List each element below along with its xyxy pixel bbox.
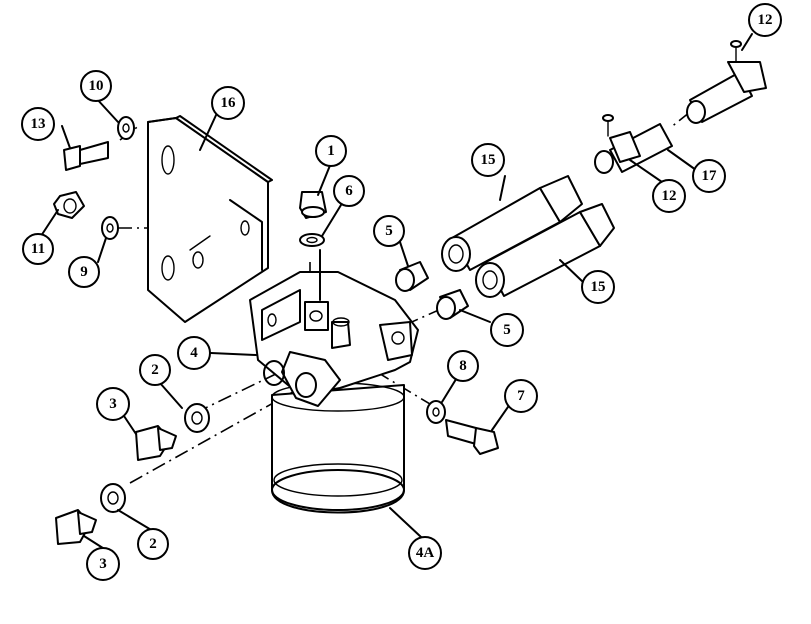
filter-head [249,271,419,407]
svg-text:10: 10 [89,78,104,94]
svg-text:12: 12 [758,12,773,28]
callout-17: 17 [692,159,726,193]
svg-text:5: 5 [503,322,511,338]
svg-text:16: 16 [221,95,237,111]
callout-7: 7 [504,379,538,413]
svg-text:15: 15 [591,279,606,295]
svg-text:9: 9 [80,264,88,280]
callout-12-upper: 12 [748,3,782,37]
callout-5-lower: 5 [490,313,524,347]
svg-text:3: 3 [99,556,107,572]
callout-2-lower: 2 [137,528,169,560]
callout-13: 13 [21,107,55,141]
callout-5-upper: 5 [373,215,405,247]
callout-8: 8 [447,350,479,382]
drain-plug [299,191,327,219]
washer-8 [426,400,446,424]
svg-text:4A: 4A [416,545,435,561]
svg-text:1: 1 [327,143,335,159]
svg-text:17: 17 [702,168,718,184]
plug-3-upper [135,425,177,461]
svg-text:11: 11 [31,241,45,257]
callout-15-upper: 15 [471,143,505,177]
sleeve-5-lower [436,289,469,320]
callout-9: 9 [68,256,100,288]
bolt-7 [445,419,499,455]
svg-text:15: 15 [481,152,496,168]
svg-text:2: 2 [151,362,159,378]
fuel-hose-15-lower [475,203,615,298]
fuel-hose-15-upper [441,175,583,272]
washer-2-lower [100,483,126,513]
svg-text:6: 6 [345,183,353,199]
callout-6: 6 [333,175,365,207]
svg-text:7: 7 [517,388,525,404]
callout-4: 4 [177,336,211,370]
mounting-bracket [147,115,273,323]
svg-text:8: 8 [459,358,467,374]
washer-2-upper [184,403,210,433]
svg-text:12: 12 [662,188,677,204]
svg-text:13: 13 [31,116,46,132]
callout-1: 1 [315,135,347,167]
callout-16: 16 [211,86,245,120]
svg-text:3: 3 [109,396,117,412]
svg-text:2: 2 [149,536,157,552]
callout-11: 11 [22,233,54,265]
callout-10: 10 [80,70,112,102]
sealing-washer-6 [299,233,325,247]
callout-2-upper: 2 [139,354,171,386]
hose-clamp-12-lower [602,114,641,163]
callout-12-lower: 12 [652,179,686,213]
svg-text:5: 5 [385,223,393,239]
callout-15-lower: 15 [581,270,615,304]
hose-clamp-12-upper [727,40,767,93]
nut-11 [53,191,85,219]
svg-text:4: 4 [190,345,198,361]
bolt-13 [63,141,109,171]
plug-3-lower [55,509,97,545]
sleeve-5-upper [395,261,429,292]
callout-3-upper: 3 [96,387,130,421]
washer-9 [101,216,119,240]
leader-lines [40,33,753,551]
washer-10 [117,116,135,140]
filter-canister [271,382,405,514]
callout-4a: 4A [408,536,442,570]
callout-3-lower: 3 [86,547,120,581]
